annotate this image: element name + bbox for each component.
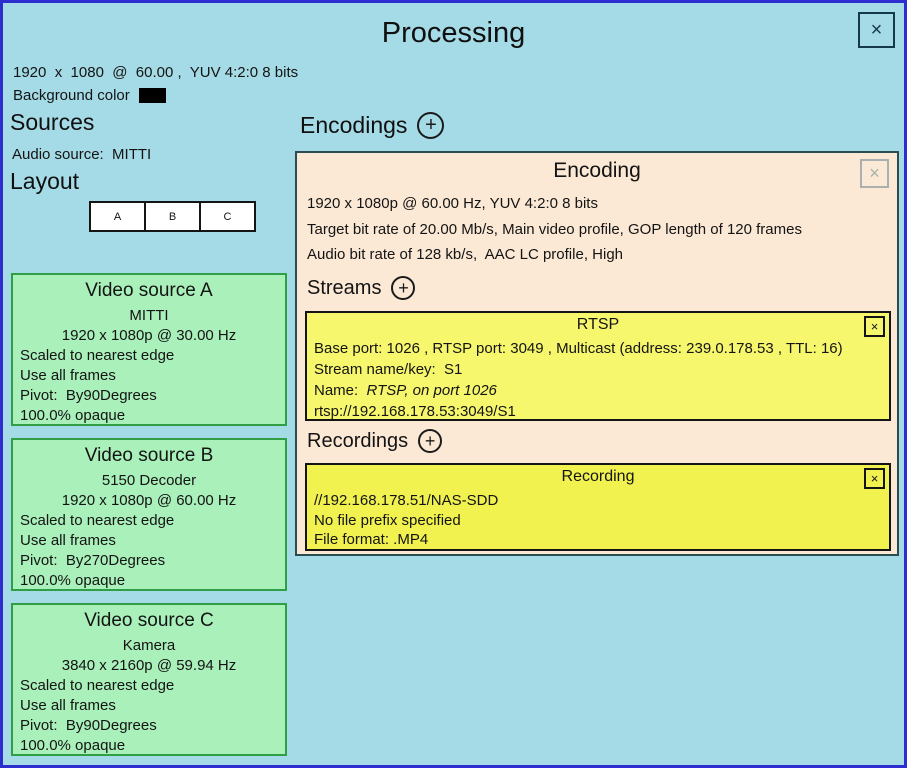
- video-source-scaling: Scaled to nearest edge: [20, 512, 175, 529]
- stream-close-button[interactable]: ×: [864, 316, 885, 337]
- stream-title: RTSP: [576, 316, 620, 333]
- video-source-frames: Use all frames: [20, 697, 116, 714]
- video-source-format: 1920 x 1080p @ 30.00 Hz: [61, 327, 237, 344]
- layout-heading: Layout: [10, 168, 80, 194]
- close-icon: ×: [870, 319, 879, 334]
- stream-panel-rtsp[interactable]: RTSP × Base port: 1026 , RTSP port: 3049…: [305, 311, 891, 421]
- streams-heading: Streams: [307, 276, 382, 299]
- window-close-button[interactable]: ×: [858, 12, 895, 48]
- recordings-header: Recordings +: [307, 429, 443, 453]
- output-format-line: 1920 x 1080 @ 60.00 , YUV 4:2:0 8 bits: [13, 64, 299, 81]
- video-source-scaling: Scaled to nearest edge: [20, 347, 175, 364]
- video-source-title: Video source C: [84, 610, 214, 631]
- video-source-name: 5150 Decoder: [101, 472, 197, 489]
- encoding-close-button[interactable]: ×: [860, 159, 889, 188]
- recording-path: //192.168.178.51/NAS-SDD: [314, 492, 499, 509]
- background-color-row: Background color: [13, 87, 166, 104]
- recordings-heading: Recordings: [307, 429, 409, 452]
- close-icon: ×: [869, 163, 880, 183]
- video-source-format: 1920 x 1080p @ 60.00 Hz: [61, 492, 237, 509]
- stream-ports-line: Base port: 1026 , RTSP port: 3049 , Mult…: [314, 340, 843, 357]
- audio-source-line: Audio source: MITTI: [12, 146, 152, 163]
- streams-header: Streams +: [307, 276, 416, 300]
- video-source-title: Video source B: [84, 445, 214, 466]
- video-source-format: 3840 x 2160p @ 59.94 Hz: [61, 657, 237, 674]
- encoding-panel[interactable]: Encoding × 1920 x 1080p @ 60.00 Hz, YUV …: [295, 151, 899, 556]
- stream-url: rtsp://192.168.178.53:3049/S1: [314, 403, 516, 420]
- encoding-bitrate-line: Target bit rate of 20.00 Mb/s, Main vide…: [307, 221, 802, 238]
- layout-row: A B C: [89, 201, 256, 232]
- video-source-frames: Use all frames: [20, 367, 116, 384]
- stream-key-line: Stream name/key: S1: [314, 361, 463, 378]
- video-source-title: Video source A: [85, 280, 213, 301]
- video-source-panel-c[interactable]: Video source C Kamera 3840 x 2160p @ 59.…: [11, 603, 287, 756]
- add-encoding-button[interactable]: +: [417, 112, 445, 139]
- sources-heading: Sources: [10, 109, 95, 135]
- recording-title: Recording: [561, 468, 635, 485]
- video-source-name: MITTI: [129, 307, 169, 324]
- video-source-pivot: Pivot: By90Degrees: [20, 387, 157, 404]
- add-stream-button[interactable]: +: [391, 276, 416, 300]
- plus-icon: +: [398, 277, 409, 298]
- add-recording-button[interactable]: +: [418, 429, 443, 453]
- video-source-opacity: 100.0% opaque: [20, 737, 126, 754]
- video-source-frames: Use all frames: [20, 532, 116, 549]
- layout-slot-a[interactable]: A: [89, 201, 146, 232]
- encoding-title: Encoding: [553, 159, 641, 182]
- video-source-opacity: 100.0% opaque: [20, 407, 126, 424]
- video-source-name: Kamera: [122, 637, 176, 654]
- video-source-panel-a[interactable]: Video source A MITTI 1920 x 1080p @ 30.0…: [11, 273, 287, 426]
- stream-name-label: Name:: [314, 382, 367, 399]
- background-color-swatch[interactable]: [138, 88, 166, 103]
- layout-slot-b[interactable]: B: [144, 201, 201, 232]
- recording-close-button[interactable]: ×: [864, 468, 885, 489]
- close-icon: ×: [870, 471, 879, 486]
- video-source-pivot: Pivot: By270Degrees: [20, 552, 166, 569]
- video-source-panel-b[interactable]: Video source B 5150 Decoder 1920 x 1080p…: [11, 438, 287, 591]
- recording-format: File format: .MP4: [314, 531, 429, 548]
- encoding-video-format: 1920 x 1080p @ 60.00 Hz, YUV 4:2:0 8 bit…: [307, 195, 598, 212]
- video-source-opacity: 100.0% opaque: [20, 572, 126, 589]
- recording-panel[interactable]: Recording × //192.168.178.51/NAS-SDD No …: [305, 463, 891, 551]
- layout-slot-c[interactable]: C: [199, 201, 256, 232]
- recording-prefix: No file prefix specified: [314, 512, 461, 529]
- video-source-scaling: Scaled to nearest edge: [20, 677, 175, 694]
- plus-icon: +: [425, 114, 437, 136]
- background-color-label: Background color: [13, 87, 130, 104]
- encodings-heading: Encodings: [300, 112, 408, 138]
- page-title: Processing: [381, 17, 526, 49]
- stream-name-value: RTSP, on port 1026: [366, 382, 497, 399]
- stream-name-line: Name: RTSP, on port 1026: [314, 382, 497, 399]
- encoding-audio-line: Audio bit rate of 128 kb/s, AAC LC profi…: [307, 246, 624, 263]
- video-source-pivot: Pivot: By90Degrees: [20, 717, 157, 734]
- encodings-header: Encodings +: [300, 112, 445, 139]
- plus-icon: +: [424, 430, 436, 451]
- close-icon: ×: [870, 18, 883, 41]
